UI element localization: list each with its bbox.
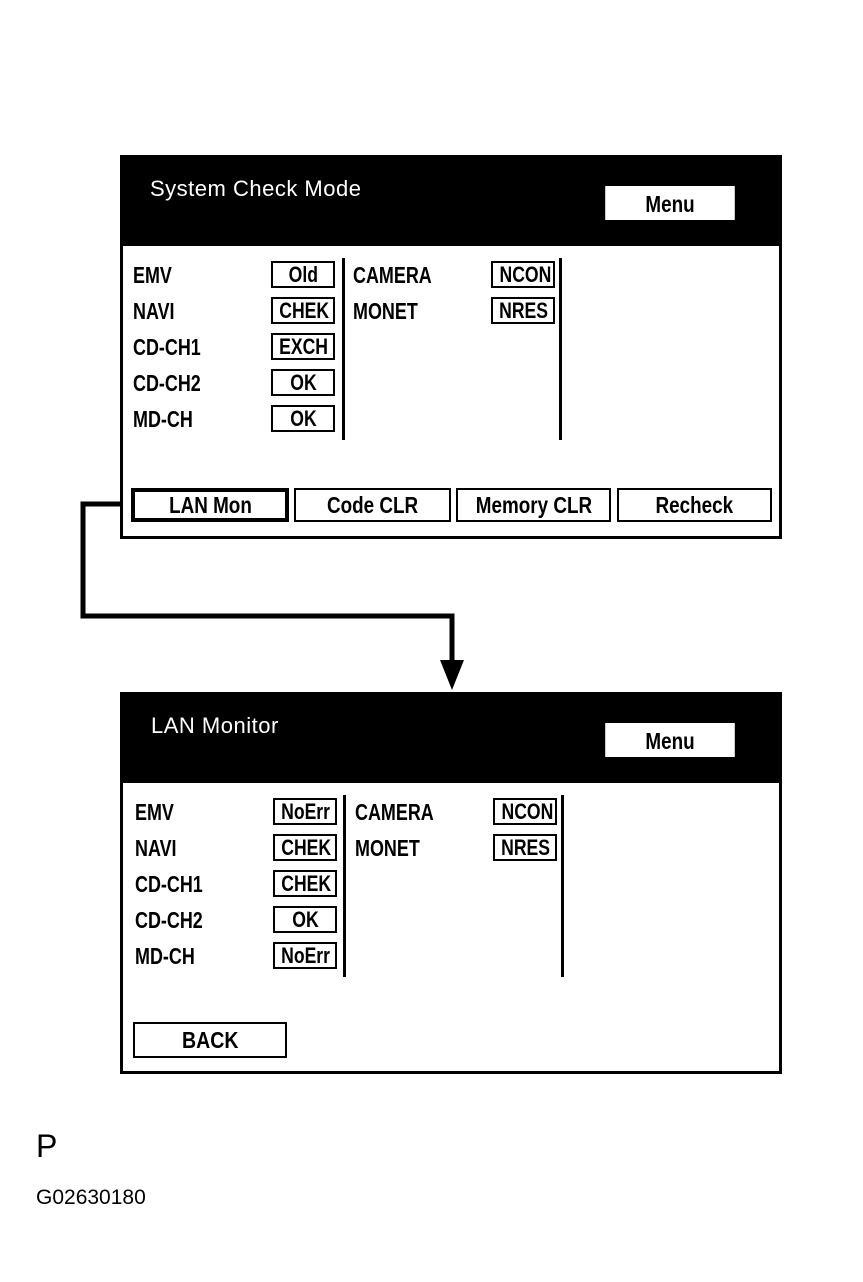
list-item: CD-CH1 EXCH	[133, 330, 345, 366]
menu-button[interactable]: Menu	[605, 723, 735, 757]
column-divider	[559, 258, 562, 440]
figure-id: G02630180	[36, 1186, 146, 1209]
memory-clr-button[interactable]: Memory CLR	[456, 488, 611, 522]
status-badge: NCON	[493, 798, 557, 825]
screen-header: LAN Monitor Menu	[123, 695, 779, 783]
device-label: NAVI	[133, 298, 175, 324]
device-label: MD-CH	[135, 943, 195, 969]
system-check-mode-screen: System Check Mode Menu EMV Old NAVI CHEK…	[120, 155, 782, 539]
lan-mon-button[interactable]: LAN Mon	[131, 488, 289, 522]
lan-monitor-screen: LAN Monitor Menu EMV NoErr NAVI CHEK CD-…	[120, 692, 782, 1074]
recheck-button[interactable]: Recheck	[617, 488, 772, 522]
column-divider	[561, 795, 564, 977]
status-badge: NRES	[493, 834, 557, 861]
list-item: CD-CH1 CHEK	[135, 867, 347, 903]
list-item: EMV NoErr	[135, 795, 347, 831]
list-item: CAMERA NCON	[353, 258, 559, 294]
screen-title: System Check Mode	[150, 176, 362, 201]
status-badge: CHEK	[273, 870, 337, 897]
screen-title: LAN Monitor	[151, 713, 279, 738]
list-item: CD-CH2 OK	[135, 903, 347, 939]
status-badge: CHEK	[271, 297, 335, 324]
status-badge: Old	[271, 261, 335, 288]
code-clr-button[interactable]: Code CLR	[294, 488, 451, 522]
device-label: CAMERA	[353, 262, 432, 288]
list-item: NAVI CHEK	[133, 294, 345, 330]
column-divider	[343, 795, 346, 977]
status-badge: OK	[273, 906, 337, 933]
device-list-left: EMV Old NAVI CHEK CD-CH1 EXCH CD-CH2 OK …	[133, 258, 345, 438]
status-badge: NCON	[491, 261, 555, 288]
status-badge: CHEK	[273, 834, 337, 861]
list-item: MONET NRES	[355, 831, 561, 867]
device-label: CAMERA	[355, 799, 434, 825]
status-badge: OK	[271, 369, 335, 396]
list-item: CAMERA NCON	[355, 795, 561, 831]
status-badge: OK	[271, 405, 335, 432]
corner-mark: P	[36, 1128, 58, 1164]
device-label: CD-CH2	[135, 907, 203, 933]
status-badge: NRES	[491, 297, 555, 324]
device-label: EMV	[133, 262, 172, 288]
list-item: NAVI CHEK	[135, 831, 347, 867]
menu-button[interactable]: Menu	[605, 186, 735, 220]
back-button[interactable]: BACK	[133, 1022, 287, 1058]
list-item: MONET NRES	[353, 294, 559, 330]
device-list-right: CAMERA NCON MONET NRES	[355, 795, 561, 867]
device-label: CD-CH1	[135, 871, 203, 897]
device-label: MONET	[355, 835, 420, 861]
device-label: CD-CH1	[133, 334, 201, 360]
list-item: EMV Old	[133, 258, 345, 294]
device-list-right: CAMERA NCON MONET NRES	[353, 258, 559, 330]
list-item: MD-CH NoErr	[135, 939, 347, 975]
device-label: CD-CH2	[133, 370, 201, 396]
device-list-left: EMV NoErr NAVI CHEK CD-CH1 CHEK CD-CH2 O…	[135, 795, 347, 975]
status-badge: NoErr	[273, 942, 337, 969]
status-badge: NoErr	[273, 798, 337, 825]
device-label: EMV	[135, 799, 174, 825]
status-badge: EXCH	[271, 333, 335, 360]
list-item: CD-CH2 OK	[133, 366, 345, 402]
device-label: NAVI	[135, 835, 177, 861]
list-item: MD-CH OK	[133, 402, 345, 438]
screen-header: System Check Mode Menu	[123, 158, 779, 246]
device-label: MONET	[353, 298, 418, 324]
device-label: MD-CH	[133, 406, 193, 432]
column-divider	[342, 258, 345, 440]
